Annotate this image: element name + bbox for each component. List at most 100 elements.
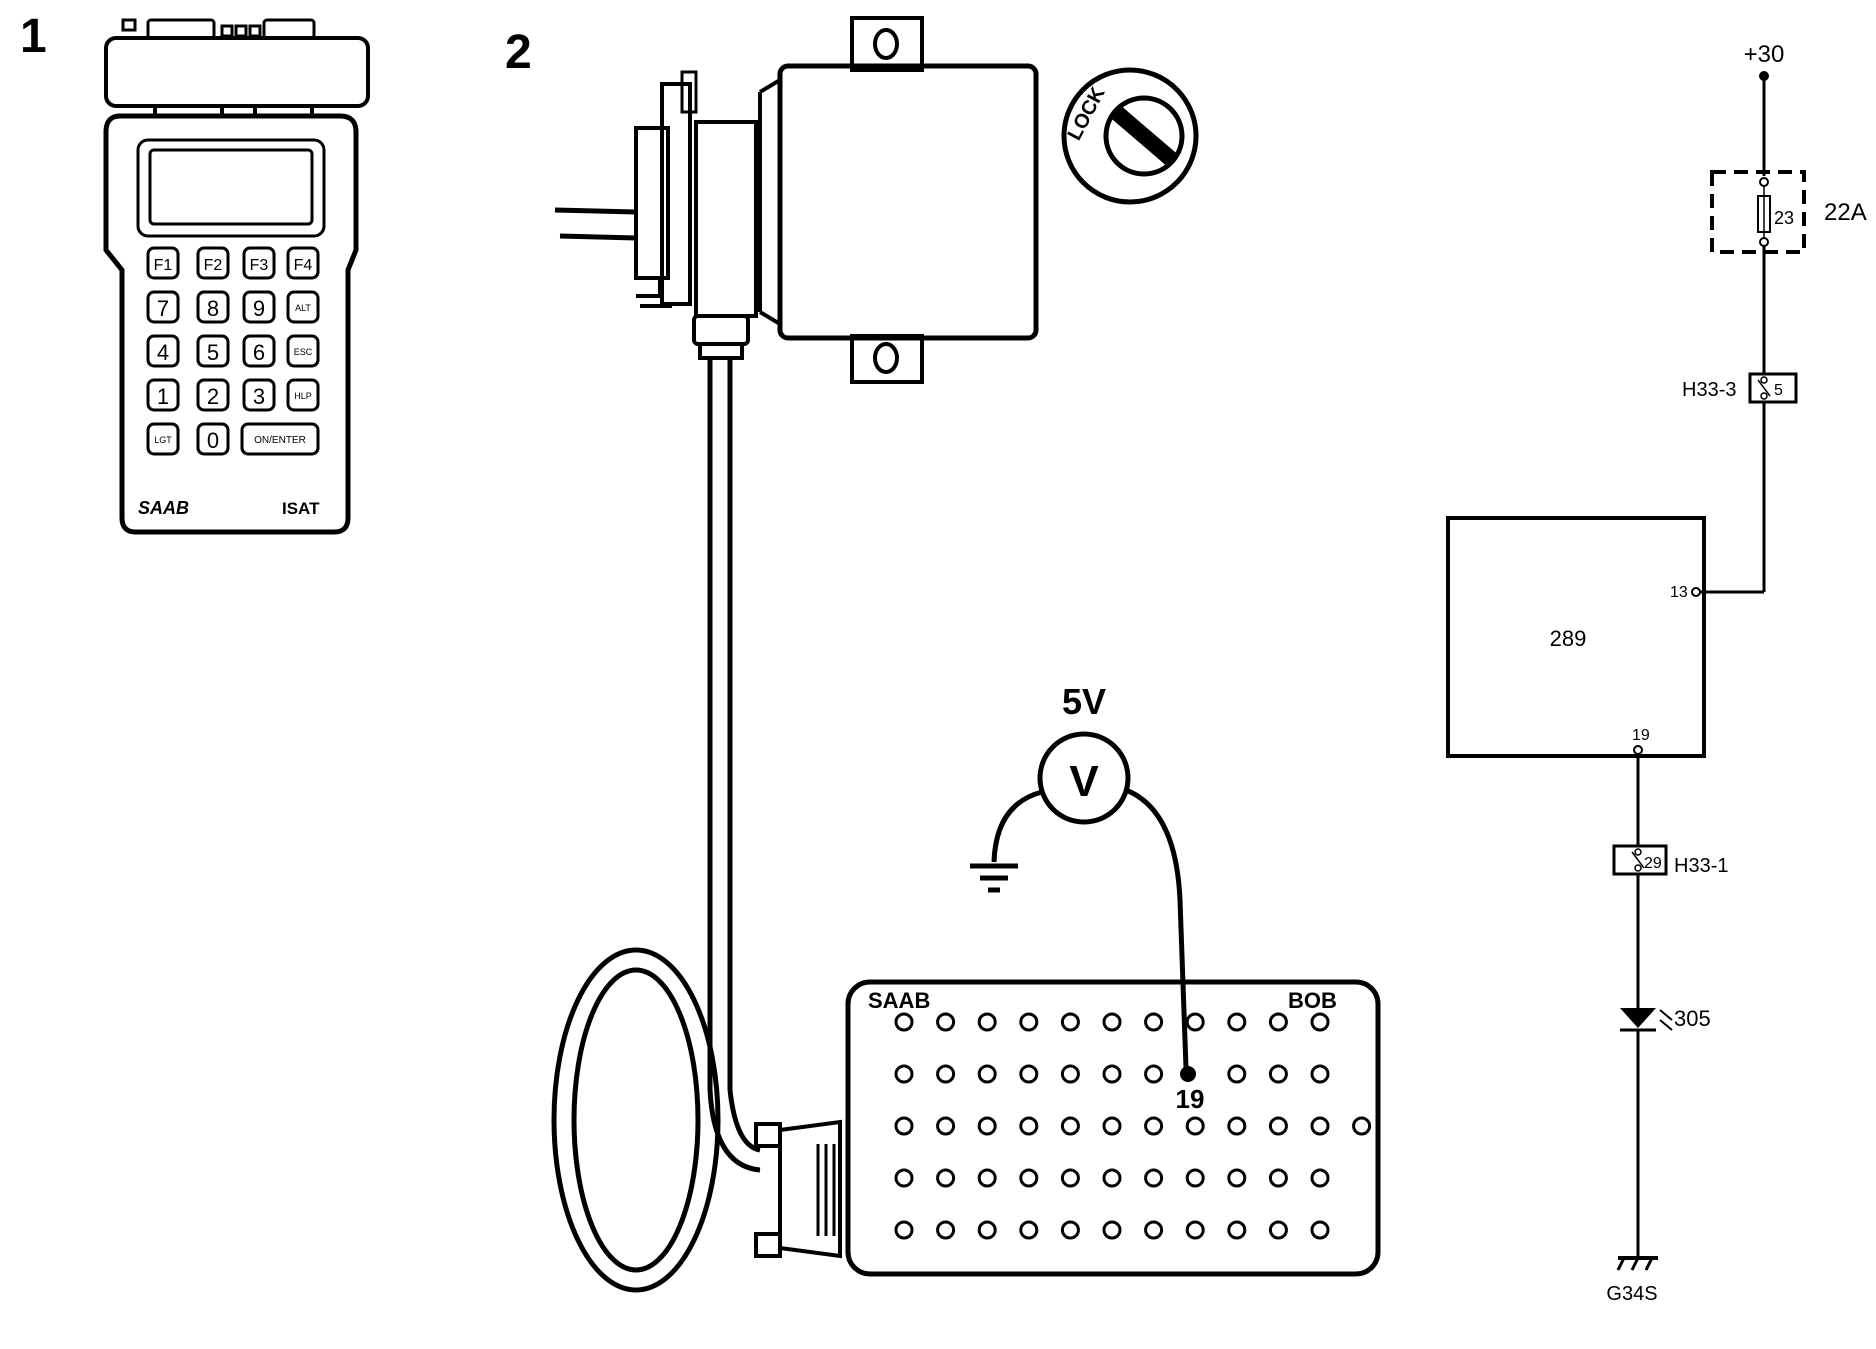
key-hlp[interactable] — [286, 378, 320, 412]
key-f1[interactable] — [146, 246, 180, 280]
bob-pin-socket[interactable] — [1352, 1116, 1372, 1136]
tester-body — [103, 113, 359, 535]
bob-pin-socket[interactable] — [1060, 1012, 1080, 1032]
key-0[interactable] — [196, 422, 230, 456]
module-289 — [1446, 516, 1706, 758]
bob-pin-socket[interactable] — [1227, 1012, 1247, 1032]
bob-pin-grid — [894, 1012, 1372, 1240]
bob-pin-socket[interactable] — [1102, 1168, 1122, 1188]
panel-2-number: 2 — [505, 26, 532, 79]
bob-pin-socket[interactable] — [1144, 1168, 1164, 1188]
bob-pin-socket[interactable] — [1019, 1220, 1039, 1240]
bob-pin-socket[interactable] — [936, 1168, 956, 1188]
key-7-label: 7 — [157, 296, 169, 321]
bob-pin-socket[interactable] — [894, 1012, 914, 1032]
bob-pin-socket[interactable] — [977, 1220, 997, 1240]
bob-pin-socket[interactable] — [1310, 1116, 1330, 1136]
bob-pin-socket[interactable] — [1185, 1168, 1205, 1188]
key-f2[interactable] — [196, 246, 230, 280]
bob-pin-socket[interactable] — [936, 1064, 956, 1084]
key-2[interactable] — [196, 378, 230, 412]
voltmeter-reading: 5V — [1062, 681, 1106, 722]
voltmeter-symbol: V — [1069, 757, 1099, 806]
key-f4[interactable] — [286, 246, 320, 280]
bob-pin-socket[interactable] — [1310, 1168, 1330, 1188]
bob-pin-socket[interactable] — [1060, 1220, 1080, 1240]
key-5-label: 5 — [207, 340, 219, 365]
bob-pin-socket[interactable] — [1227, 1064, 1247, 1084]
bob-pin-socket[interactable] — [977, 1012, 997, 1032]
bob-pin-socket[interactable] — [936, 1012, 956, 1032]
bob-pin-socket[interactable] — [1019, 1168, 1039, 1188]
key-on-enter[interactable] — [240, 422, 320, 456]
bob-pin-socket[interactable] — [1102, 1012, 1122, 1032]
key-6[interactable] — [242, 334, 276, 368]
led-icon — [1620, 1008, 1656, 1028]
voltmeter: 5V V — [970, 681, 1189, 1069]
fuse-box — [1710, 170, 1806, 254]
key-5[interactable] — [196, 334, 230, 368]
ignition-lock-ring — [1061, 67, 1199, 205]
key-4[interactable] — [146, 334, 180, 368]
bob-pin-socket[interactable] — [1185, 1116, 1205, 1136]
bob-pin-socket[interactable] — [1227, 1116, 1247, 1136]
key-f3[interactable] — [242, 246, 276, 280]
key-lgt[interactable] — [146, 422, 180, 456]
connector-h33-3-pin: 5 — [1774, 382, 1783, 399]
bob-pin-socket[interactable] — [1019, 1064, 1039, 1084]
bob-pin-socket[interactable] — [1019, 1012, 1039, 1032]
key-esc[interactable] — [286, 334, 320, 368]
isat-tester: F1 F2 F3 F4 7 8 9 ALT 4 5 6 ESC — [103, 18, 370, 535]
key-7[interactable] — [146, 290, 180, 324]
bob-pin-socket[interactable] — [1185, 1220, 1205, 1240]
bob-pin-socket[interactable] — [1310, 1012, 1330, 1032]
key-9-label: 9 — [253, 296, 265, 321]
bob-pin-socket[interactable] — [1144, 1220, 1164, 1240]
ground-lead — [991, 789, 1043, 863]
bob-pin-socket[interactable] — [1060, 1168, 1080, 1188]
bob-pin-socket[interactable] — [1310, 1220, 1330, 1240]
key-alt[interactable] — [286, 290, 320, 324]
bob-plug — [778, 1119, 842, 1259]
supply-label: +30 — [1744, 41, 1785, 68]
keypad: F1 F2 F3 F4 7 8 9 ALT 4 5 6 ESC — [146, 246, 320, 456]
key-4-label: 4 — [157, 340, 169, 365]
key-1-label: 1 — [157, 384, 169, 409]
bob-pin-socket[interactable] — [1268, 1116, 1288, 1136]
key-f3-label: F3 — [250, 257, 269, 274]
bob-pin-socket[interactable] — [1144, 1012, 1164, 1032]
bob-pin-socket[interactable] — [977, 1168, 997, 1188]
bob-pin-socket[interactable] — [1102, 1220, 1122, 1240]
bob-pin-socket[interactable] — [1268, 1064, 1288, 1084]
key-1[interactable] — [146, 378, 180, 412]
bob-pin-socket[interactable] — [894, 1116, 914, 1136]
bob-pin-socket[interactable] — [1102, 1116, 1122, 1136]
bob-pin-socket[interactable] — [1227, 1220, 1247, 1240]
connector-h33-3 — [1748, 372, 1798, 404]
bob-pin-socket[interactable] — [1060, 1064, 1080, 1084]
bob-pin-socket[interactable] — [1227, 1168, 1247, 1188]
bob-pin-socket[interactable] — [1310, 1064, 1330, 1084]
module-label: 289 — [1550, 626, 1587, 651]
bob-pin-socket[interactable] — [977, 1116, 997, 1136]
bob-pin-socket[interactable] — [1144, 1064, 1164, 1084]
bob-pin-socket[interactable] — [1144, 1116, 1164, 1136]
adapter-cable — [551, 358, 842, 1293]
bob-pin-socket[interactable] — [1019, 1116, 1039, 1136]
bob-pin-socket[interactable] — [1102, 1064, 1122, 1084]
bob-pin-socket[interactable] — [1060, 1116, 1080, 1136]
bob-pin-socket[interactable] — [1268, 1012, 1288, 1032]
bob-pin-socket[interactable] — [1185, 1012, 1205, 1032]
bob-pin-socket[interactable] — [894, 1168, 914, 1188]
key-9[interactable] — [242, 290, 276, 324]
bob-pin-socket[interactable] — [1268, 1220, 1288, 1240]
bob-pin-socket[interactable] — [894, 1220, 914, 1240]
bob-pin-socket[interactable] — [1268, 1168, 1288, 1188]
bob-pin-socket[interactable] — [977, 1064, 997, 1084]
key-8[interactable] — [196, 290, 230, 324]
key-3-label: 3 — [253, 384, 265, 409]
bob-pin-socket[interactable] — [936, 1220, 956, 1240]
bob-pin-socket[interactable] — [894, 1064, 914, 1084]
bob-pin-socket[interactable] — [936, 1116, 956, 1136]
key-3[interactable] — [242, 378, 276, 412]
